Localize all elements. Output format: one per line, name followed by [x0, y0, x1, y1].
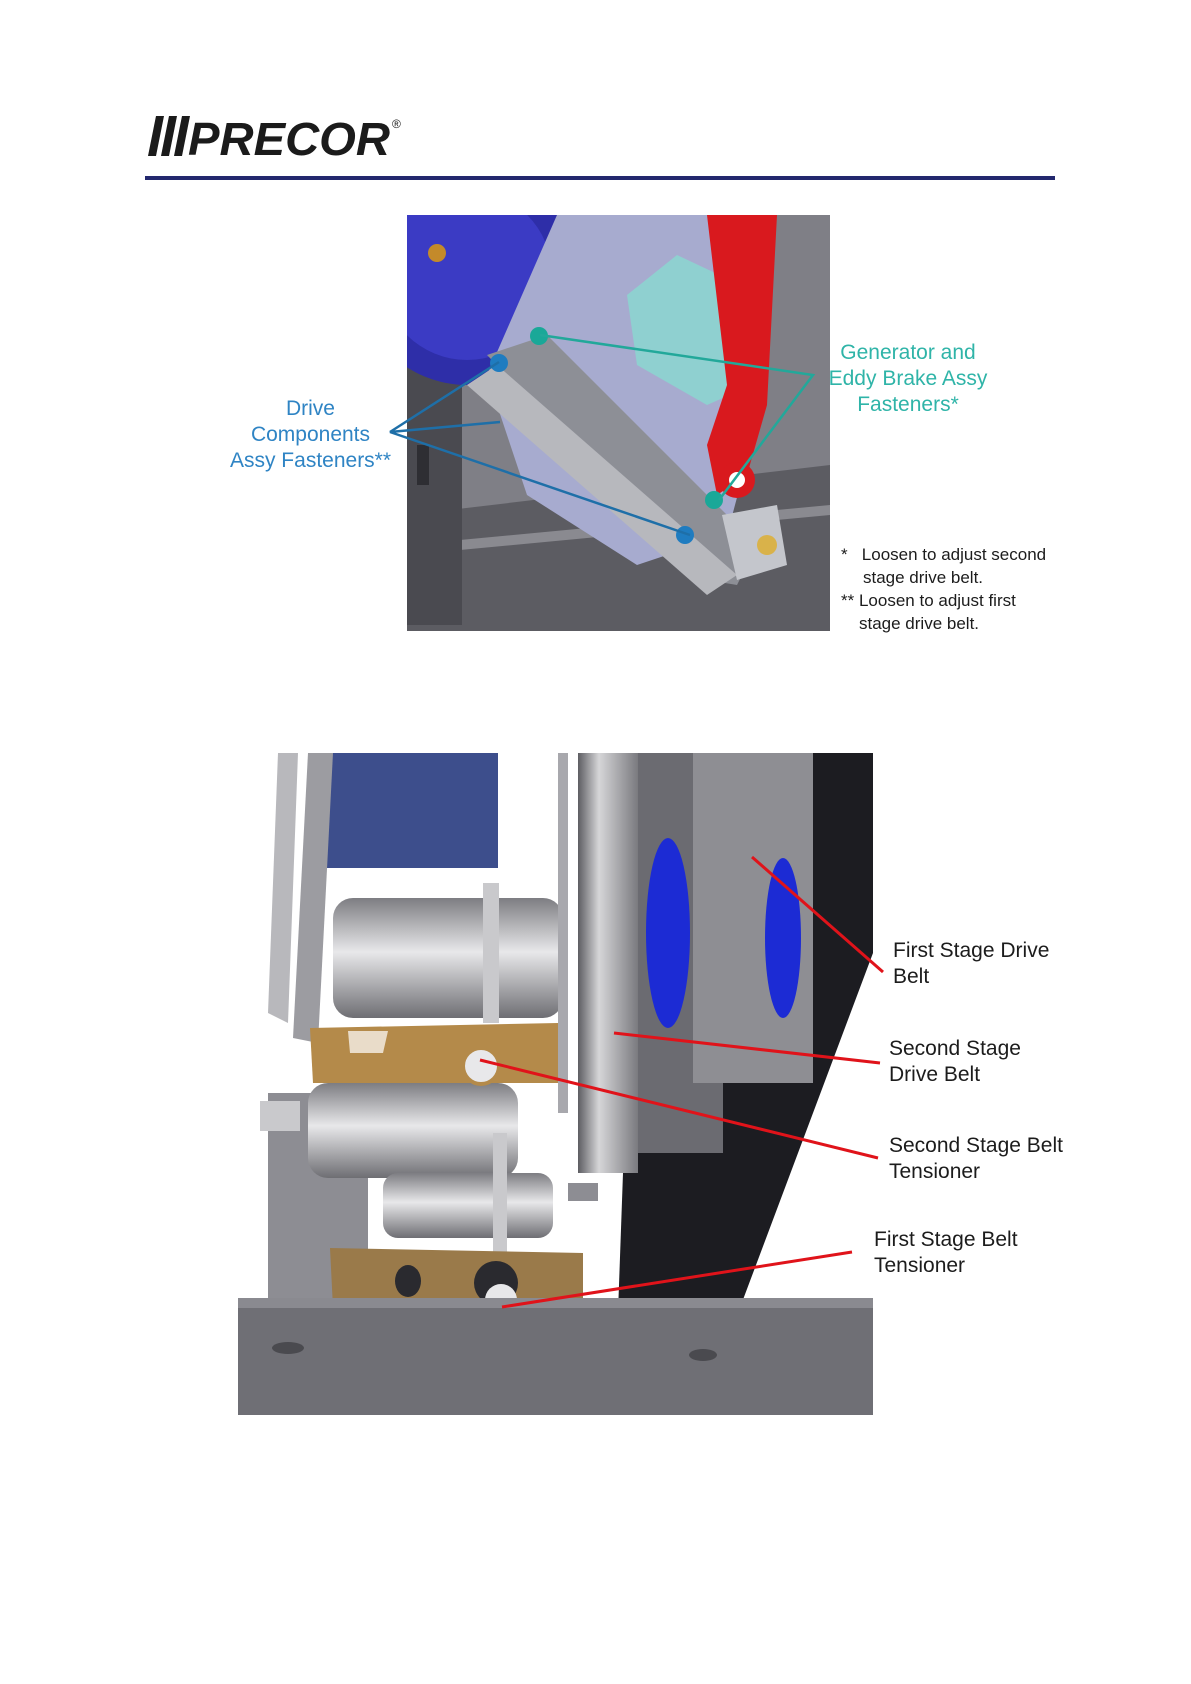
- precor-logo: PRECOR ®: [148, 112, 408, 164]
- registered-mark: ®: [392, 117, 401, 131]
- callout-first-stage-drive-belt: First Stage Drive Belt: [893, 938, 1049, 990]
- note-second-stage: * Loosen to adjust second stage drive be…: [841, 543, 1046, 589]
- note-first-stage: ** Loosen to adjust first stage drive be…: [841, 589, 1016, 635]
- figure-drive-assembly: [407, 215, 830, 631]
- callout-drive-components: Drive Components Assy Fasteners**: [228, 396, 393, 474]
- header-rule: [145, 176, 1055, 180]
- callout-first-stage-belt-tensioner: First Stage Belt Tensioner: [874, 1227, 1018, 1279]
- callout-second-stage-belt-tensioner: Second Stage Belt Tensioner: [889, 1133, 1063, 1185]
- callout-second-stage-drive-belt: Second Stage Drive Belt: [889, 1036, 1021, 1088]
- figure-belt-tensioners: [238, 753, 873, 1415]
- callout-generator-brake: Generator and Eddy Brake Assy Fasteners*: [818, 340, 998, 418]
- brand-name: PRECOR: [188, 113, 390, 164]
